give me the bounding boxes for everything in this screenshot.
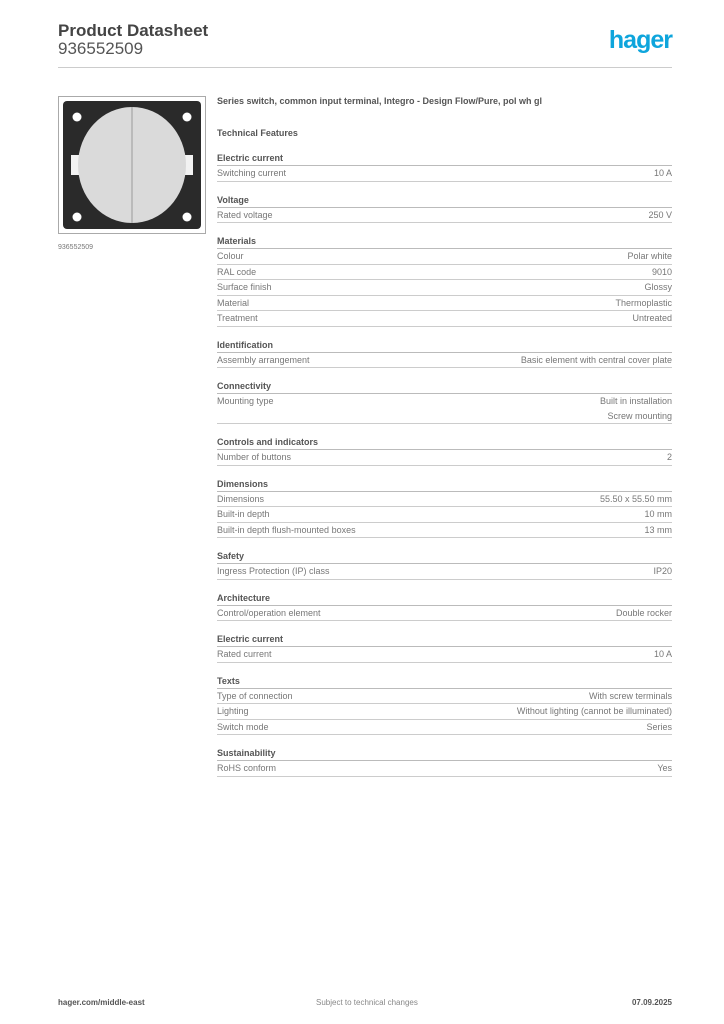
feature-row: Type of connection With screw terminals — [217, 689, 672, 704]
section-heading: Voltage — [217, 194, 672, 208]
feature-value: Glossy — [644, 282, 672, 292]
product-content: Series switch, common input terminal, In… — [217, 96, 672, 777]
feature-label: RAL code — [217, 266, 257, 277]
hager-logo: hager — [608, 26, 673, 54]
feature-value: 250 V — [648, 209, 672, 220]
section-heading: Electric current — [217, 633, 672, 647]
feature-row: Number of buttons 2 — [217, 450, 672, 466]
technical-features-heading: Technical Features — [217, 128, 298, 138]
feature-row: Switching current 10 A — [217, 166, 672, 182]
image-caption: 936552509 — [58, 244, 94, 251]
feature-label: Surface finish — [217, 282, 272, 292]
feature-value: Untreated — [632, 313, 672, 323]
feature-value: 10 mm — [644, 509, 672, 519]
feature-row: Rated voltage 250 V — [217, 208, 672, 223]
feature-row: Rated current 10 A — [217, 647, 672, 663]
feature-value: Series — [646, 721, 672, 732]
section-heading: Texts — [217, 675, 672, 689]
feature-value: Built in installation Screw mounting — [599, 396, 672, 421]
feature-label: Treatment — [217, 313, 258, 323]
feature-value: 55.50 x 55.50 mm — [599, 493, 672, 504]
feature-label: Control/operation element — [217, 607, 321, 618]
feature-label: Dimensions — [217, 493, 265, 504]
feature-label: Colour — [217, 251, 244, 261]
feature-row: Material Thermoplastic — [217, 296, 672, 311]
feature-row: Switch mode Series — [217, 720, 672, 735]
section-heading: Sustainability — [217, 747, 672, 761]
product-number: 936552509 — [58, 39, 144, 58]
feature-value: Basic element with central cover plate — [520, 354, 672, 365]
feature-row: Mounting type Built in installation Screw… — [217, 394, 672, 424]
header-divider — [58, 67, 672, 68]
feature-value: IP20 — [653, 566, 672, 576]
feature-value: 9010 — [651, 266, 672, 277]
section-heading: Dimensions — [217, 478, 672, 492]
feature-value: Yes — [657, 763, 672, 773]
feature-label: Rated voltage — [217, 209, 273, 220]
feature-label: RoHS conform — [217, 763, 277, 773]
feature-value: Polar white — [627, 251, 672, 261]
feature-row: Built-in depth flush-mounted boxes 13 mm — [217, 523, 672, 538]
feature-value: 10 A — [653, 649, 672, 659]
feature-value: Double rocker — [615, 607, 672, 618]
feature-row: Assembly arrangement Basic element with c… — [217, 353, 672, 368]
feature-value: 10 A — [653, 168, 672, 178]
section-heading: Connectivity — [217, 380, 672, 394]
product-image — [58, 96, 206, 234]
footer-website-link[interactable]: hager.com/middle-east — [58, 998, 145, 1007]
feature-value: With screw terminals — [588, 690, 672, 701]
footer-date: 07.09.2025 — [631, 998, 672, 1007]
feature-label: Built-in depth flush-mounted boxes — [217, 524, 356, 535]
feature-label: Lighting — [217, 706, 249, 716]
feature-row: Lighting Without lighting (cannot be illu… — [217, 704, 672, 720]
section-heading: Electric current — [217, 152, 672, 166]
feature-label: Mounting type — [217, 396, 274, 406]
feature-label: Assembly arrangement — [217, 354, 310, 365]
page-title: Product Datasheet — [58, 21, 209, 40]
feature-row: Colour Polar white — [217, 249, 672, 265]
feature-row: RAL code 9010 — [217, 265, 672, 280]
feature-label: Switch mode — [217, 721, 269, 732]
feature-label: Material — [217, 297, 250, 308]
feature-value: 13 mm — [644, 524, 672, 535]
section-heading: Controls and indicators — [217, 436, 672, 450]
feature-row: Dimensions 55.50 x 55.50 mm — [217, 492, 672, 507]
feature-row: Built-in depth 10 mm — [217, 507, 672, 523]
feature-label: Ingress Protection (IP) class — [217, 566, 330, 576]
section-heading: Safety — [217, 550, 672, 564]
product-title: Series switch, common input terminal, In… — [217, 96, 543, 106]
feature-value: Thermoplastic — [615, 297, 672, 308]
feature-label: Number of buttons — [217, 452, 292, 462]
feature-row: Treatment Untreated — [217, 311, 672, 327]
feature-label: Type of connection — [217, 690, 293, 701]
feature-value: Without lighting (cannot be illuminated) — [516, 706, 672, 716]
feature-label: Switching current — [217, 168, 287, 178]
section-heading: Architecture — [217, 592, 672, 606]
footer-notice: Subject to technical changes — [316, 998, 418, 1007]
feature-value: 2 — [666, 452, 672, 462]
feature-row: Control/operation element Double rocker — [217, 606, 672, 621]
section-heading: Identification — [217, 339, 672, 353]
feature-label: Built-in depth — [217, 509, 270, 519]
feature-row: Surface finish Glossy — [217, 280, 672, 296]
feature-row: RoHS conform Yes — [217, 761, 672, 777]
feature-row: Ingress Protection (IP) class IP20 — [217, 564, 672, 580]
section-heading: Materials — [217, 235, 672, 249]
feature-label: Rated current — [217, 649, 272, 659]
